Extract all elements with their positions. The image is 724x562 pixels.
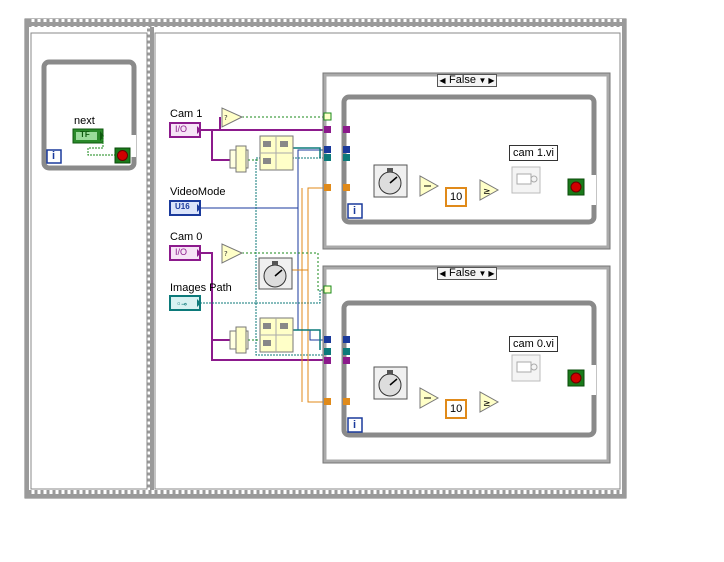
- case1-tunnels: [323, 112, 350, 191]
- case2-stopwatch-icon[interactable]: [373, 366, 408, 400]
- sequence-bottom-film: [25, 490, 626, 498]
- case1-decrement-arrow[interactable]: ◀: [439, 76, 446, 85]
- case2-loop-index-text: i: [353, 419, 357, 431]
- case-structure-2[interactable]: [322, 265, 611, 464]
- case2-increment-arrow[interactable]: ▶: [488, 269, 495, 278]
- svg-text:≥: ≥: [483, 399, 491, 409]
- left-stop-terminal[interactable]: [114, 147, 131, 164]
- config-node-cam1[interactable]: [259, 135, 294, 171]
- case1-constant[interactable]: [445, 187, 467, 207]
- case1-increment-arrow[interactable]: ▶: [488, 76, 495, 85]
- cam1-terminal-text: I/O: [175, 124, 188, 134]
- svg-text:?: ?: [224, 114, 228, 122]
- config-node-cam0[interactable]: [259, 317, 294, 353]
- images-path-terminal[interactable]: ◦⊸: [169, 295, 201, 311]
- next-bool-wire: [87, 136, 115, 156]
- case1-loop-index-text: i: [353, 205, 357, 217]
- case1-greater-node[interactable]: ≥: [479, 179, 500, 201]
- cam1-terminal[interactable]: [169, 122, 201, 138]
- case1-loop-index: [347, 203, 363, 219]
- stopwatch-icon-main[interactable]: [258, 257, 293, 290]
- case2-constant[interactable]: [445, 399, 467, 419]
- case2-while-loop[interactable]: [341, 300, 597, 438]
- case2-constant-text: 10: [450, 403, 463, 415]
- case1-stopwatch-icon[interactable]: [373, 164, 408, 198]
- case2-stop-terminal[interactable]: [567, 369, 585, 387]
- property-node-cam1[interactable]: [229, 145, 249, 173]
- images-path-label: Images Path: [170, 282, 232, 294]
- videomode-terminal-text: U16: [175, 202, 190, 211]
- property-node-cam0[interactable]: [229, 326, 249, 354]
- videomode-label: VideoMode: [170, 186, 226, 198]
- cam0-terminal-text: I/O: [175, 247, 188, 257]
- cam1-label: Cam 1: [170, 108, 203, 120]
- sequence-separator: [147, 27, 154, 490]
- next-label: next: [74, 115, 95, 127]
- next-terminal-text: TF: [80, 130, 90, 139]
- sequence-top-film: [25, 19, 626, 27]
- case2-dropdown-arrow[interactable]: ▼: [478, 269, 487, 278]
- not-a-refnum-1[interactable]: ?: [221, 107, 244, 128]
- svg-text:◦⊸: ◦⊸: [176, 300, 187, 310]
- case1-subtract-node[interactable]: [419, 175, 440, 197]
- svg-text:≥: ≥: [483, 187, 491, 197]
- case2-selector[interactable]: ◀ False ▼ ▶: [437, 267, 497, 280]
- left-loop-index-text: i: [52, 150, 56, 162]
- case2-selector-label: False: [449, 267, 476, 279]
- not-a-refnum-0[interactable]: ?: [221, 243, 244, 264]
- case2-subvi-label: cam 0.vi: [509, 336, 558, 352]
- case1-stop-terminal[interactable]: [567, 178, 585, 196]
- config-wires: [293, 147, 321, 350]
- left-loop-index: [46, 149, 62, 164]
- case1-selector[interactable]: ◀ False ▼ ▶: [437, 74, 497, 87]
- svg-text:?: ?: [224, 250, 228, 258]
- case1-selector-label: False: [449, 74, 476, 86]
- case2-subtract-node[interactable]: [419, 387, 440, 409]
- case2-subvi-icon[interactable]: [511, 354, 541, 382]
- case2-tunnels: [323, 285, 350, 405]
- cam0-terminal[interactable]: [169, 245, 201, 261]
- case2-greater-node[interactable]: ≥: [479, 391, 500, 413]
- case2-loop-index: [347, 417, 363, 433]
- left-while-loop[interactable]: [41, 59, 137, 171]
- case1-subvi-icon[interactable]: [511, 166, 541, 194]
- case1-subvi-label: cam 1.vi: [509, 145, 558, 161]
- cam0-label: Cam 0: [170, 231, 203, 243]
- case1-dropdown-arrow[interactable]: ▼: [478, 76, 487, 85]
- case2-decrement-arrow[interactable]: ◀: [439, 269, 446, 278]
- videomode-terminal[interactable]: [169, 200, 201, 216]
- case1-constant-text: 10: [450, 191, 463, 203]
